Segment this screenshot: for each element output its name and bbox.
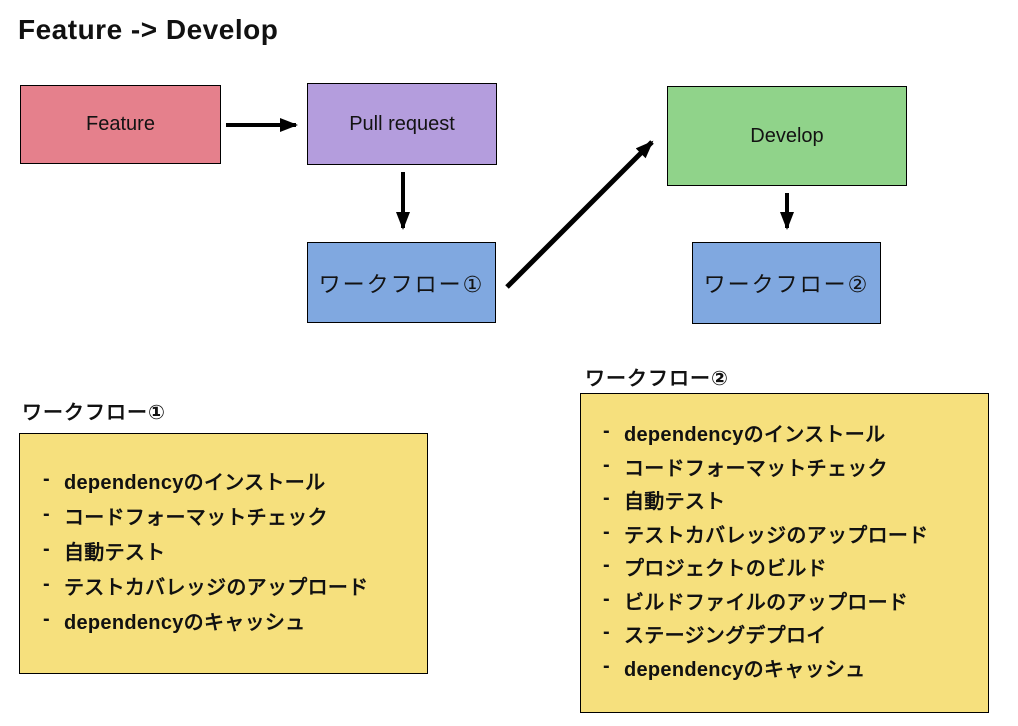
workflow-step-text: dependencyのインストール <box>63 472 326 494</box>
bullet-dash: - <box>603 654 610 677</box>
workflow1-step-list: - dependencyのインストール - コードフォーマットチェック - 自動… <box>43 468 413 635</box>
workflow-step-item: - テストカバレッジのアップロード <box>603 521 974 548</box>
workflow-step-text: 自動テスト <box>63 542 166 564</box>
workflow-step-text: dependencyのキャッシュ <box>623 658 866 681</box>
workflow-step-item: - dependencyのキャッシュ <box>603 655 974 682</box>
workflow-step-text: コードフォーマットチェック <box>63 507 328 529</box>
workflow-step-item: - プロジェクトのビルド <box>603 554 974 581</box>
bullet-dash: - <box>43 538 50 560</box>
bullet-dash: - <box>603 487 610 509</box>
workflow1-panel: - dependencyのインストール - コードフォーマットチェック - 自動… <box>19 433 428 674</box>
bullet-dash: - <box>43 468 50 490</box>
bullet-dash: - <box>603 587 610 610</box>
workflow-step-item: - dependencyのキャッシュ <box>43 608 413 635</box>
workflow-step-text: 自動テスト <box>623 491 726 513</box>
node-workflow2: ワークフロー② <box>692 242 881 324</box>
workflow-step-item: - コードフォーマットチェック <box>603 454 974 481</box>
bullet-dash: - <box>603 554 610 576</box>
workflow-step-text: dependencyのキャッシュ <box>63 612 306 634</box>
bullet-dash: - <box>43 573 50 595</box>
node-workflow1-label: ワークフロー① <box>318 271 485 297</box>
workflow-step-text: プロジェクトのビルド <box>623 558 827 580</box>
workflow-step-text: dependencyのインストール <box>623 424 886 446</box>
workflow-step-item: - コードフォーマットチェック <box>43 503 413 530</box>
workflow-step-item: - ビルドファイルのアップロード <box>603 588 974 615</box>
node-workflow2-label: ワークフロー② <box>703 272 870 297</box>
workflow-step-text: コードフォーマットチェック <box>623 457 888 480</box>
workflow-step-text: テストカバレッジのアップロード <box>63 577 369 599</box>
bullet-dash: - <box>43 503 50 525</box>
workflow2-panel: - dependencyのインストール - コードフォーマットチェック - 自動… <box>580 393 989 713</box>
workflow-step-text: ステージングデプロイ <box>623 625 827 647</box>
bullet-dash: - <box>603 520 610 543</box>
node-pull-request-label: Pull request <box>349 112 455 135</box>
bullet-dash: - <box>603 621 610 643</box>
workflow-step-item: - dependencyのインストール <box>43 468 413 495</box>
arrow-workflow1-to-develop <box>505 140 654 289</box>
workflow-step-item: - 自動テスト <box>603 487 974 514</box>
workflow-step-text: ビルドファイルのアップロード <box>623 591 909 614</box>
node-pull-request: Pull request <box>307 83 497 165</box>
node-develop: Develop <box>667 86 907 186</box>
workflow-step-item: - 自動テスト <box>43 538 413 565</box>
workflow1-panel-heading: ワークフロー① <box>22 402 166 424</box>
workflow-step-item: - ステージングデプロイ <box>603 621 974 648</box>
workflow-step-text: テストカバレッジのアップロード <box>623 524 929 547</box>
workflow-step-item: - dependencyのインストール <box>603 420 974 447</box>
workflow-step-item: - テストカバレッジのアップロード <box>43 573 413 600</box>
workflow2-panel-heading: ワークフロー② <box>585 368 729 390</box>
node-develop-label: Develop <box>750 124 824 147</box>
bullet-dash: - <box>43 608 50 630</box>
bullet-dash: - <box>603 453 610 476</box>
node-feature-label: Feature <box>86 113 155 135</box>
bullet-dash: - <box>603 420 610 442</box>
page-title: Feature -> Develop <box>18 14 279 45</box>
workflow2-step-list: - dependencyのインストール - コードフォーマットチェック - 自動… <box>603 420 974 682</box>
node-feature: Feature <box>20 85 221 164</box>
node-workflow1: ワークフロー① <box>307 242 496 323</box>
